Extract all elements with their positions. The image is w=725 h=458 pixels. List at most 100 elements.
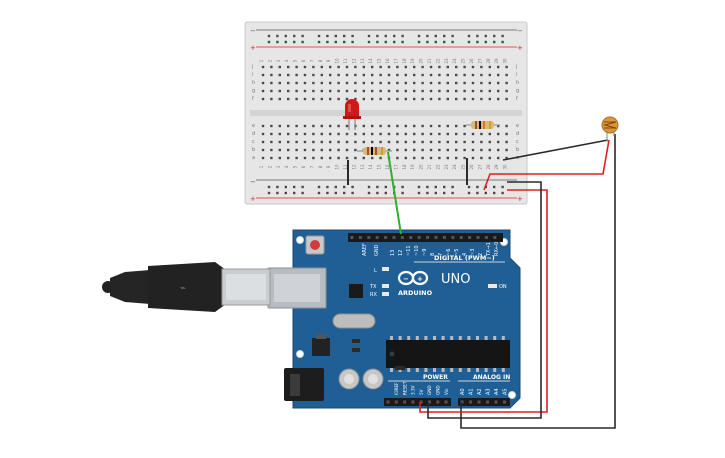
breadboard-hole[interactable]	[270, 81, 273, 85]
breadboard-hole[interactable]	[387, 97, 391, 101]
breadboard-hole[interactable]	[303, 132, 307, 136]
breadboard-hole[interactable]	[396, 148, 399, 152]
breadboard-hole[interactable]	[480, 97, 483, 101]
rail-hole[interactable]	[317, 185, 321, 189]
header-hole[interactable]	[486, 400, 489, 404]
breadboard-hole[interactable]	[312, 89, 315, 93]
breadboard-hole[interactable]	[471, 132, 475, 136]
breadboard-hole[interactable]	[463, 156, 466, 160]
rail-hole[interactable]	[293, 40, 296, 44]
breadboard-hole[interactable]	[345, 132, 349, 136]
rail-hole[interactable]	[501, 185, 504, 189]
breadboard-hole[interactable]	[471, 140, 475, 144]
breadboard-hole[interactable]	[480, 156, 483, 160]
breadboard-hole[interactable]	[295, 156, 298, 160]
header-hole[interactable]	[469, 400, 472, 404]
breadboard-hole[interactable]	[320, 89, 323, 93]
breadboard-hole[interactable]	[438, 73, 441, 77]
rail-hole[interactable]	[384, 34, 387, 38]
breadboard-hole[interactable]	[261, 124, 265, 128]
breadboard-hole[interactable]	[488, 73, 491, 77]
breadboard-hole[interactable]	[295, 89, 298, 93]
breadboard-hole[interactable]	[329, 124, 332, 128]
rail-hole[interactable]	[301, 34, 304, 38]
breadboard-hole[interactable]	[261, 148, 265, 152]
rail-hole[interactable]	[276, 191, 279, 195]
rail-hole[interactable]	[401, 40, 404, 44]
breadboard-hole[interactable]	[480, 73, 483, 77]
breadboard-hole[interactable]	[396, 124, 399, 128]
breadboard-hole[interactable]	[505, 140, 508, 144]
breadboard-hole[interactable]	[270, 65, 273, 69]
rail-hole[interactable]	[351, 34, 354, 38]
rail-hole[interactable]	[376, 185, 379, 189]
rail-hole[interactable]	[284, 191, 287, 195]
rail-hole[interactable]	[426, 34, 429, 38]
breadboard-hole[interactable]	[270, 73, 273, 77]
rail-hole[interactable]	[434, 191, 437, 195]
rail-hole[interactable]	[476, 185, 479, 189]
rail-hole[interactable]	[326, 191, 329, 195]
breadboard-hole[interactable]	[488, 132, 491, 136]
breadboard-hole[interactable]	[438, 156, 441, 160]
breadboard-hole[interactable]	[396, 65, 399, 69]
breadboard-hole[interactable]	[471, 148, 475, 152]
breadboard-hole[interactable]	[261, 132, 265, 136]
rail-hole[interactable]	[301, 185, 304, 189]
breadboard-hole[interactable]	[295, 148, 298, 152]
breadboard-hole[interactable]	[295, 65, 298, 69]
power-pin-header[interactable]	[384, 398, 451, 406]
rail-hole[interactable]	[326, 185, 329, 189]
rail-hole[interactable]	[434, 34, 437, 38]
header-hole[interactable]	[436, 400, 440, 404]
header-hole[interactable]	[442, 236, 446, 239]
breadboard-hole[interactable]	[463, 89, 466, 93]
breadboard-hole[interactable]	[438, 97, 441, 101]
breadboard-hole[interactable]	[471, 156, 475, 160]
breadboard-hole[interactable]	[404, 156, 407, 160]
breadboard-hole[interactable]	[287, 148, 290, 152]
rail-hole[interactable]	[343, 191, 346, 195]
reset-button-cap[interactable]	[310, 240, 320, 250]
rail-hole[interactable]	[467, 34, 471, 38]
rail-hole[interactable]	[334, 191, 337, 195]
breadboard-hole[interactable]	[413, 81, 416, 85]
breadboard-hole[interactable]	[404, 124, 407, 128]
breadboard-hole[interactable]	[446, 89, 449, 93]
breadboard-hole[interactable]	[270, 156, 273, 160]
breadboard-hole[interactable]	[421, 65, 424, 69]
breadboard-hole[interactable]	[345, 124, 349, 128]
rail-hole[interactable]	[376, 191, 379, 195]
breadboard-hole[interactable]	[312, 81, 315, 85]
breadboard-hole[interactable]	[471, 97, 475, 101]
breadboard-hole[interactable]	[446, 148, 449, 152]
header-hole[interactable]	[434, 236, 438, 239]
breadboard-hole[interactable]	[413, 156, 416, 160]
breadboard-hole[interactable]	[295, 73, 298, 77]
wire-black-a0[interactable]	[460, 134, 616, 429]
breadboard-hole[interactable]	[303, 65, 307, 69]
breadboard-hole[interactable]	[303, 73, 307, 77]
breadboard-hole[interactable]	[329, 132, 332, 136]
breadboard-hole[interactable]	[362, 81, 365, 85]
breadboard-hole[interactable]	[329, 156, 332, 160]
breadboard-hole[interactable]	[463, 124, 466, 128]
rail-hole[interactable]	[351, 191, 354, 195]
breadboard-hole[interactable]	[303, 89, 307, 93]
breadboard-hole[interactable]	[320, 124, 323, 128]
breadboard-hole[interactable]	[421, 89, 424, 93]
header-hole[interactable]	[494, 400, 498, 404]
breadboard-holes[interactable]	[261, 34, 508, 195]
breadboard-hole[interactable]	[455, 97, 458, 101]
header-hole[interactable]	[384, 236, 388, 239]
rail-hole[interactable]	[267, 185, 271, 189]
breadboard-hole[interactable]	[345, 65, 349, 69]
breadboard-hole[interactable]	[362, 97, 365, 101]
breadboard-hole[interactable]	[438, 148, 441, 152]
breadboard-hole[interactable]	[505, 65, 508, 69]
breadboard-hole[interactable]	[295, 81, 298, 85]
breadboard-hole[interactable]	[396, 97, 399, 101]
rail-hole[interactable]	[267, 191, 271, 195]
rail-hole[interactable]	[443, 191, 446, 195]
breadboard-hole[interactable]	[429, 156, 433, 160]
